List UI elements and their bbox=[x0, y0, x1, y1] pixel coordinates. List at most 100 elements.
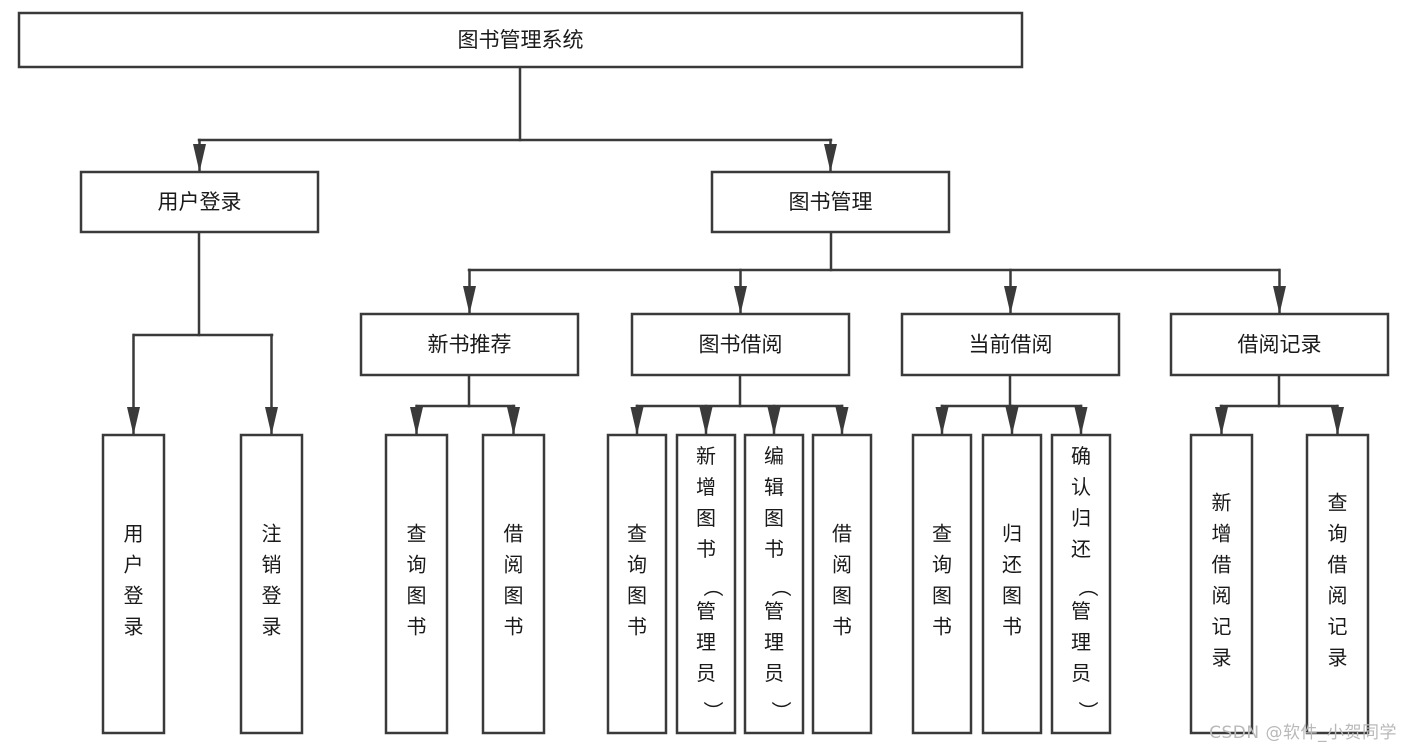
connector-layer bbox=[127, 65, 1344, 437]
node-label-char: 录 bbox=[1212, 646, 1232, 670]
node-label-char: 书 bbox=[1002, 615, 1022, 639]
arrow-head-icon bbox=[463, 286, 476, 314]
node-label-char: 借 bbox=[1212, 553, 1232, 577]
node-box[interactable] bbox=[101, 433, 166, 735]
node-label-char: ） bbox=[701, 701, 725, 721]
node-label: 图书借阅 bbox=[699, 333, 783, 357]
node-label-char: 询 bbox=[932, 553, 952, 577]
node-label-char: 书 bbox=[764, 537, 784, 561]
node-label-char: 阅 bbox=[504, 553, 524, 577]
node-label-char: （ bbox=[701, 577, 725, 597]
node-label-char: 认 bbox=[1071, 475, 1091, 499]
node-new-book-recommend[interactable]: 新书推荐 bbox=[359, 312, 580, 377]
node-label-char: 借 bbox=[1328, 553, 1348, 577]
node-label-char: 借 bbox=[832, 522, 852, 546]
node-label-char: 注 bbox=[262, 522, 282, 546]
node-label-char: 书 bbox=[832, 615, 852, 639]
node-box[interactable] bbox=[481, 433, 546, 735]
node-book-borrow[interactable]: 图书借阅 bbox=[630, 312, 851, 377]
node-label-char: 图 bbox=[504, 584, 524, 608]
node-label-char: 用 bbox=[124, 522, 144, 546]
node-label-char: 询 bbox=[1328, 522, 1348, 546]
arrow-head-icon bbox=[935, 407, 949, 435]
node-box[interactable] bbox=[630, 312, 851, 377]
arrow-head-icon bbox=[734, 286, 747, 314]
node-label-char: 查 bbox=[932, 522, 952, 546]
node-label-char: 图 bbox=[932, 584, 952, 608]
arrow-head-icon bbox=[630, 407, 644, 435]
node-label: 图书管理 bbox=[789, 190, 873, 214]
node-label-char: 录 bbox=[1328, 646, 1348, 670]
node-label-char: 增 bbox=[696, 475, 716, 499]
node-label-char: 新 bbox=[696, 444, 716, 468]
node-label-char: 归 bbox=[1071, 506, 1091, 530]
node-box[interactable] bbox=[1169, 312, 1390, 377]
node-box[interactable] bbox=[1189, 433, 1254, 735]
node-user-login[interactable]: 用户登录 bbox=[79, 170, 320, 234]
node-box[interactable] bbox=[239, 433, 304, 735]
node-label-char: 询 bbox=[407, 553, 427, 577]
node-box[interactable] bbox=[17, 11, 1024, 69]
node-box[interactable] bbox=[1305, 433, 1370, 735]
node-box[interactable] bbox=[710, 170, 951, 234]
node-label-char: 销 bbox=[262, 553, 282, 577]
node-label-char: 阅 bbox=[832, 553, 852, 577]
arrow-head-icon bbox=[835, 407, 849, 435]
node-label-char: 图 bbox=[1002, 584, 1022, 608]
node-label-char: 理 bbox=[1071, 630, 1091, 654]
node-label-char: 查 bbox=[627, 522, 647, 546]
arrow-head-icon bbox=[1005, 407, 1019, 435]
node-box[interactable] bbox=[811, 433, 873, 735]
arrow-head-icon bbox=[127, 407, 140, 435]
node-label-char: ） bbox=[769, 701, 793, 721]
arrow-head-icon bbox=[265, 407, 278, 435]
arrow-head-icon bbox=[1273, 286, 1286, 314]
node-box[interactable] bbox=[606, 433, 668, 735]
arrow-head-icon bbox=[1331, 407, 1344, 435]
node-label-char: 员 bbox=[764, 661, 784, 685]
arrow-head-icon bbox=[1004, 286, 1017, 314]
node-box[interactable] bbox=[911, 433, 973, 735]
node-label-char: 管 bbox=[764, 599, 784, 623]
node-book-manage[interactable]: 图书管理 bbox=[710, 170, 951, 234]
node-box[interactable] bbox=[675, 433, 737, 735]
node-box[interactable] bbox=[384, 433, 449, 735]
node-box[interactable] bbox=[1050, 433, 1112, 735]
node-label-char: 查 bbox=[1328, 491, 1348, 515]
node-label-char: 还 bbox=[1002, 553, 1022, 577]
node-label-char: 编 bbox=[764, 444, 784, 468]
node-box[interactable] bbox=[743, 433, 805, 735]
node-label-char: 记 bbox=[1328, 615, 1348, 639]
node-borrow-record[interactable]: 借阅记录 bbox=[1169, 312, 1390, 377]
node-label-char: 图 bbox=[407, 584, 427, 608]
node-box[interactable] bbox=[359, 312, 580, 377]
node-label-char: ） bbox=[1076, 701, 1100, 721]
node-current-borrow[interactable]: 当前借阅 bbox=[900, 312, 1121, 377]
node-leaf-user-login[interactable]: 用户登录 bbox=[101, 433, 166, 735]
node-label-char: 归 bbox=[1002, 522, 1022, 546]
node-root-title[interactable]: 图书管理系统 bbox=[17, 11, 1024, 69]
node-box[interactable] bbox=[900, 312, 1121, 377]
node-label-char: 书 bbox=[696, 537, 716, 561]
node-label-char: 增 bbox=[1212, 522, 1232, 546]
node-box[interactable] bbox=[79, 170, 320, 234]
node-label-char: 询 bbox=[627, 553, 647, 577]
node-box[interactable] bbox=[981, 433, 1043, 735]
node-label-char: 新 bbox=[1212, 491, 1232, 515]
node-label-char: 图 bbox=[696, 506, 716, 530]
node-label-char: 登 bbox=[124, 584, 144, 608]
node-label-char: 记 bbox=[1212, 615, 1232, 639]
